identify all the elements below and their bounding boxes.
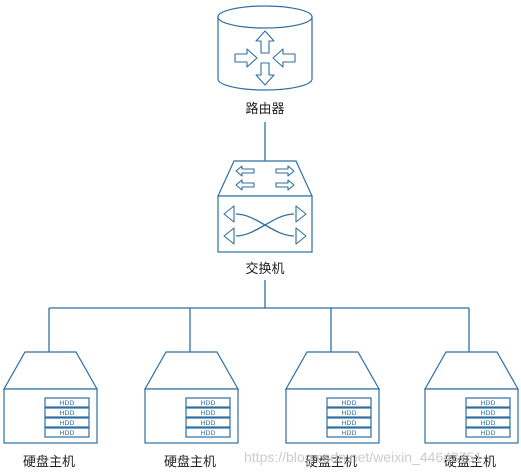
switch-label: 交换机 xyxy=(245,261,284,277)
host-1: HDD HDD HDD HDD xyxy=(2,351,99,444)
hdd-stack: HDD HDD HDD HDD xyxy=(44,397,90,438)
svg-text:HDD: HDD xyxy=(342,429,357,437)
host-label-2: 硬盘主机 xyxy=(164,454,216,470)
svg-text:HDD: HDD xyxy=(481,409,496,417)
hdd-stack: HDD HDD HDD HDD xyxy=(465,397,511,438)
host-2: HDD HDD HDD HDD xyxy=(143,351,240,444)
router-arrows-icon xyxy=(234,30,296,86)
svg-text:HDD: HDD xyxy=(481,429,496,437)
svg-text:HDD: HDD xyxy=(60,409,75,417)
svg-text:HDD: HDD xyxy=(342,409,357,417)
svg-text:HDD: HDD xyxy=(342,419,357,427)
watermark: https://blog.csdn.net/weixin_44643751 xyxy=(244,449,482,465)
switch-arrows-icon xyxy=(223,165,307,245)
host-label-4: 硬盘主机 xyxy=(444,454,496,470)
svg-text:HDD: HDD xyxy=(201,399,216,407)
host-label-3: 硬盘主机 xyxy=(305,454,357,470)
switch: 交换机 xyxy=(217,160,313,277)
hdd-stack: HDD HDD HDD HDD xyxy=(185,397,231,438)
svg-text:HDD: HDD xyxy=(201,419,216,427)
svg-text:HDD: HDD xyxy=(60,419,75,427)
router-label: 路由器 xyxy=(245,101,284,117)
svg-text:HDD: HDD xyxy=(481,399,496,407)
svg-text:HDD: HDD xyxy=(201,409,216,417)
svg-text:HDD: HDD xyxy=(342,399,357,407)
svg-text:HDD: HDD xyxy=(201,429,216,437)
host-label-1: 硬盘主机 xyxy=(23,454,75,470)
svg-text:HDD: HDD xyxy=(60,429,75,437)
svg-text:HDD: HDD xyxy=(481,419,496,427)
hdd-stack: HDD HDD HDD HDD xyxy=(326,397,372,438)
svg-text:HDD: HDD xyxy=(60,399,75,407)
router: 路由器 xyxy=(217,5,313,117)
host-4: HDD HDD HDD HDD xyxy=(423,351,520,444)
host-3: HDD HDD HDD HDD xyxy=(284,351,381,444)
